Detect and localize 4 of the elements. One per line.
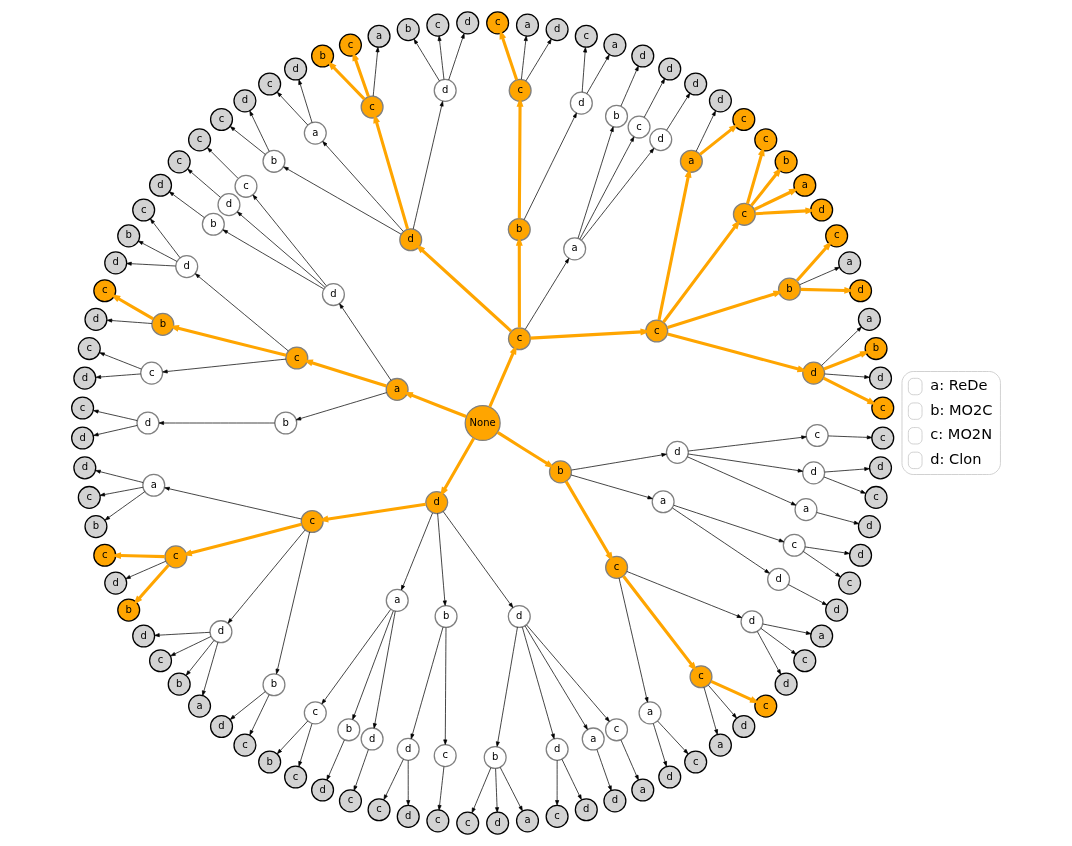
legend-label: c: MO2N <box>929 425 992 443</box>
legend-label: a: ReDe <box>929 376 987 394</box>
legend-label: d: Clon <box>929 449 981 467</box>
legend-label: b: MO2C <box>929 400 993 418</box>
